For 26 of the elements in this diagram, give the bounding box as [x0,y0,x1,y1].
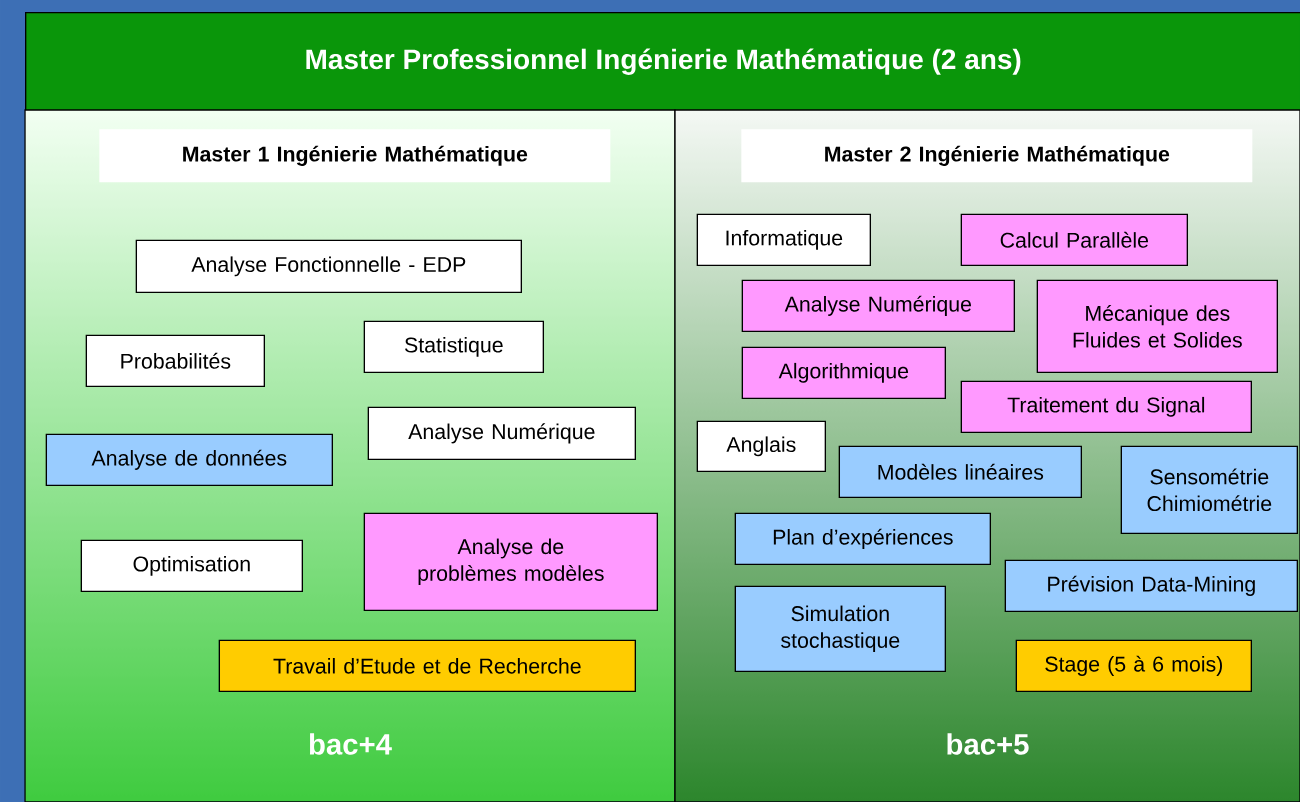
course-box: Informatique [696,213,871,266]
level-label: bac+5 [947,733,1029,755]
course-box: Analyse Numérique [367,406,636,460]
title-band: Master Professionnel Ingénierie Mathématique (2 ans) [25,12,1300,112]
course-box: Prévision Data-Mining [1004,559,1298,612]
course-box: Sensométrie Chimiométrie [1120,445,1298,534]
heading-box: Master 1 Ingénierie Mathématique [99,129,611,183]
course-box: Calcul Parallèle [960,213,1188,266]
course-box: Plan d’expériences [734,512,991,565]
course-box: Probabilités [85,334,265,387]
course-box: Anglais [696,420,826,472]
course-box: Mécanique des Fluides et Solides [1036,279,1278,373]
heading-box: Master 2 Ingénierie Mathématique [741,129,1253,183]
course-box: Algorithmique [741,346,946,399]
level-label: bac+4 [309,733,392,755]
course-box: Simulation stochastique [734,585,946,672]
course-box: Analyse de problèmes modèles [363,512,658,611]
course-box: Travail d’Etude et de Recherche [218,639,636,692]
course-box: Analyse de données [45,433,333,486]
course-box: Analyse Fonctionnelle - EDP [135,239,522,293]
course-box: Optimisation [80,539,303,592]
course-box: Traitement du Signal [960,380,1252,433]
course-box: Modèles linéaires [838,445,1082,498]
course-box: Statistique [363,320,544,373]
course-box: Analyse Numérique [741,279,1015,332]
course-box: Stage (5 à 6 mois) [1015,639,1252,692]
